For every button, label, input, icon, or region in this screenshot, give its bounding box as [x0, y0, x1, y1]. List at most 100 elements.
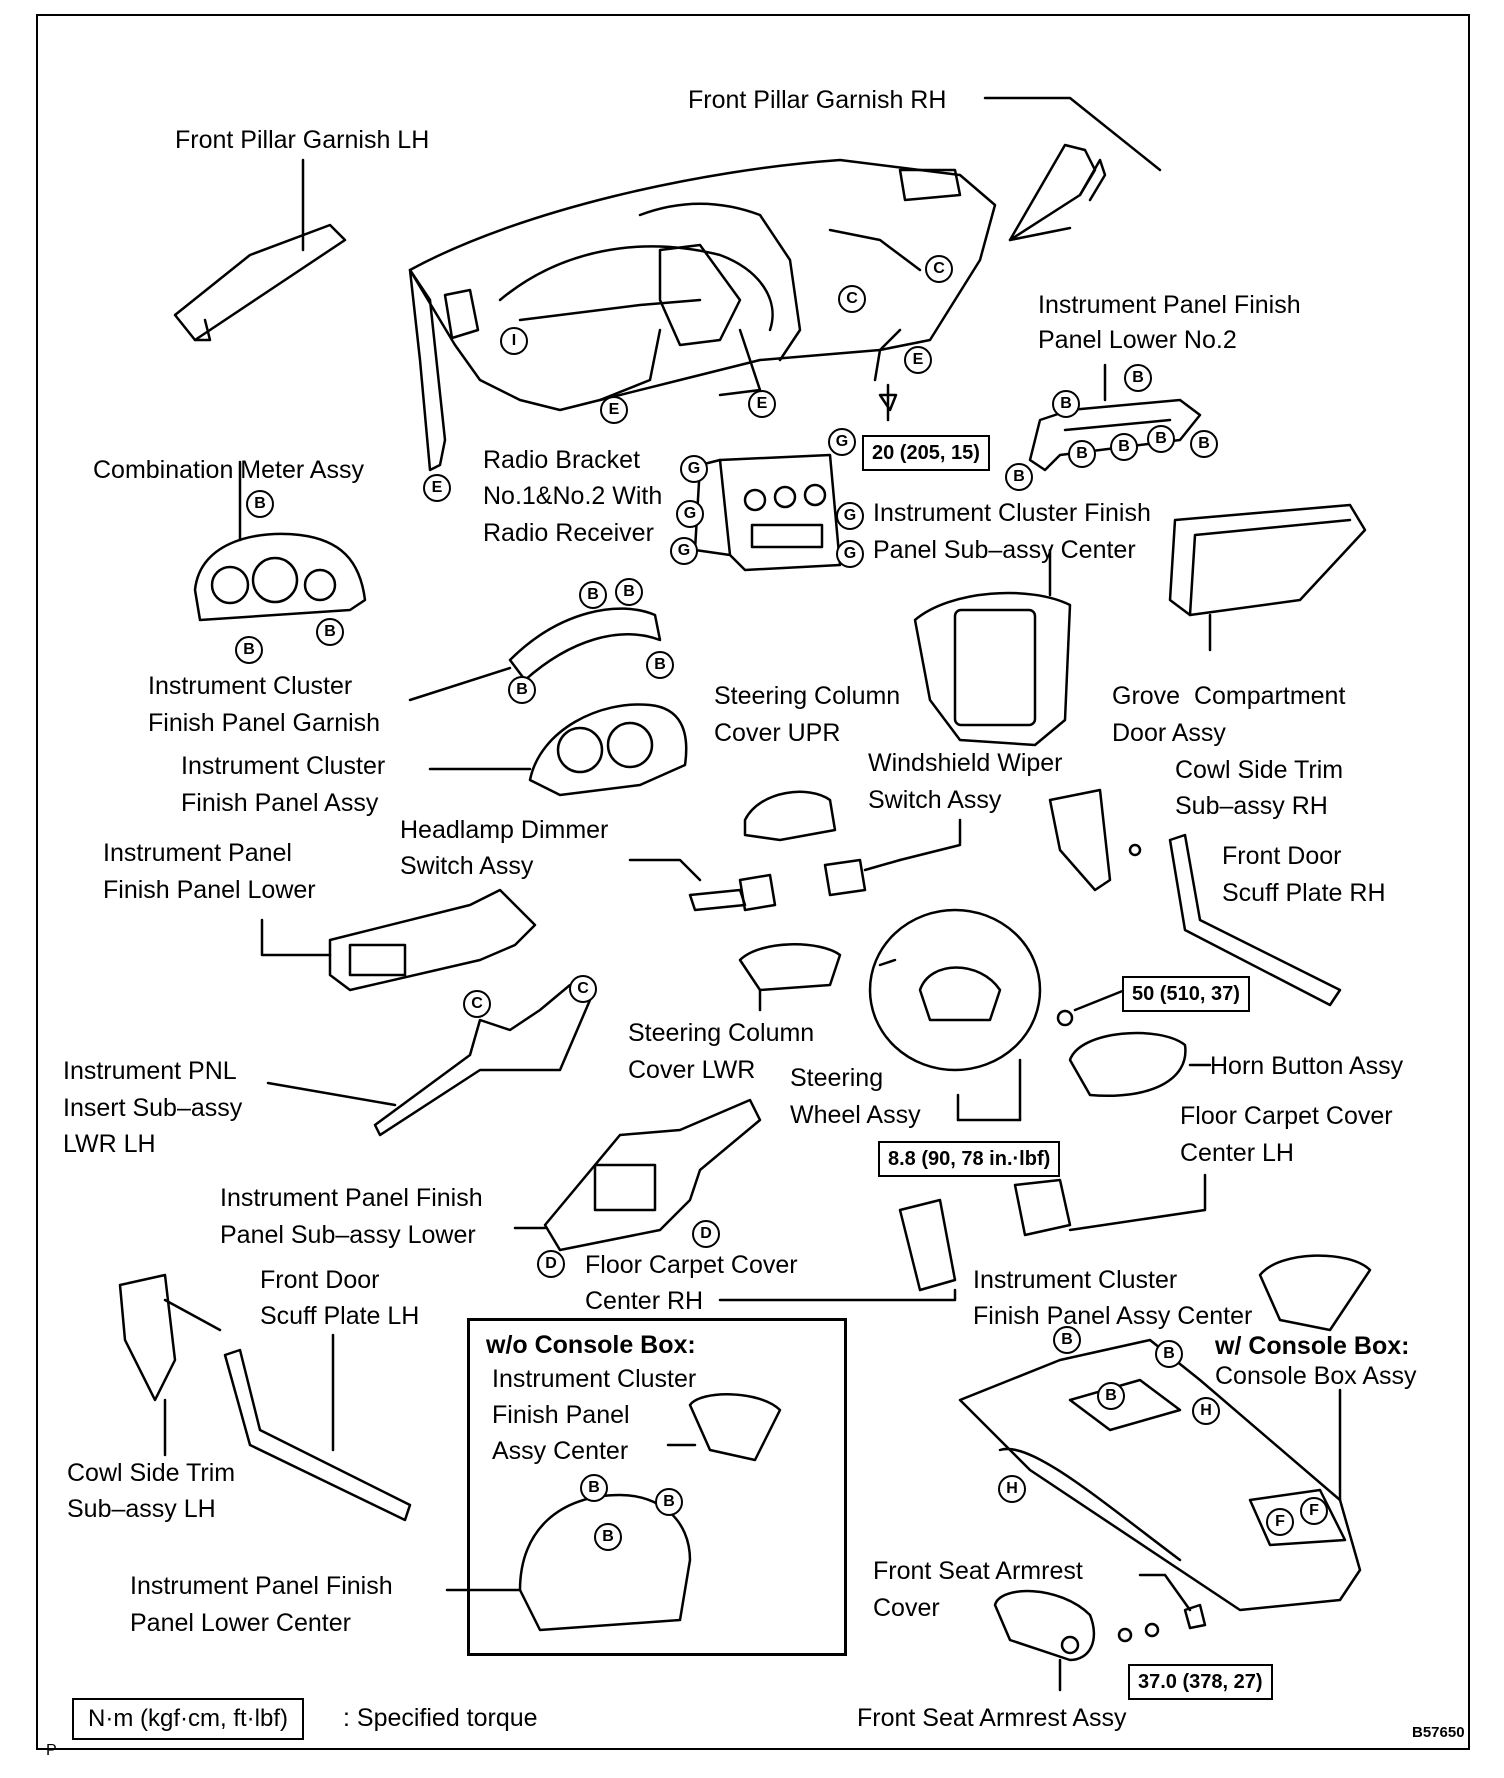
label-radio-bracket-line1: Radio Bracket [483, 446, 641, 474]
dashboard-part [408, 158, 997, 472]
label-headlamp-line1: Headlamp Dimmer [400, 816, 609, 844]
label-cowl-side-lh-line1: Cowl Side Trim [67, 1459, 236, 1487]
torque-spec-20: 20 (205, 15) [862, 435, 990, 471]
ref-mark-b: B [1110, 433, 1138, 461]
label-icfp-assy-center-line2: Finish Panel Assy Center [973, 1302, 1253, 1330]
steering-col-lwr-part [738, 943, 842, 1012]
label-armrest-cover-line1: Front Seat Armrest [873, 1557, 1083, 1585]
combination-meter-part [193, 460, 367, 622]
diagram-frame [36, 14, 1470, 1750]
label-ipfp-lower-line1: Instrument Panel [103, 839, 292, 867]
label-ipfp-lower-center-line1: Instrument Panel Finish [130, 1572, 393, 1600]
label-insert-lwr-lh-line1: Instrument PNL [63, 1057, 237, 1085]
scuff-rh-part [1168, 833, 1342, 1007]
front-pillar-lh-part [173, 158, 347, 342]
label-floor-carpet-lh-line1: Floor Carpet Cover [1180, 1102, 1393, 1130]
label-grove-compartment-line1: Grove Compartment [1112, 682, 1346, 710]
ref-mark-f: F [1266, 1508, 1294, 1536]
ref-mark-b: B [1053, 1326, 1081, 1354]
label-steering-col-lwr-line2: Cover LWR [628, 1056, 756, 1084]
icfp-assy-part [428, 703, 688, 797]
radio-receiver-part [693, 453, 842, 572]
ref-mark-g: G [836, 540, 864, 568]
inset-line3: Assy Center [492, 1437, 629, 1465]
ref-mark-d: D [537, 1250, 565, 1278]
ref-mark-b: B [316, 618, 344, 646]
label-radio-bracket-line3: Radio Receiver [483, 519, 654, 547]
torque-legend-text: : Specified torque [343, 1704, 538, 1732]
ipfp-sub-lower-part [513, 1098, 762, 1252]
label-cowl-side-lh-line2: Sub–assy LH [67, 1495, 216, 1523]
label-icfp-garnish-line1: Instrument Cluster [148, 672, 353, 700]
torque-spec-50: 50 (510, 37) [1122, 976, 1250, 1012]
label-icfp-center-line1: Instrument Cluster Finish [873, 499, 1151, 527]
icfp-assy-center-part [1258, 1254, 1372, 1332]
label-front-pillar-garnish-lh: Front Pillar Garnish LH [175, 126, 430, 154]
ref-mark-e: E [600, 396, 628, 424]
inset-line1: Instrument Cluster [492, 1365, 697, 1393]
label-steering-wheel-line2: Wheel Assy [790, 1101, 921, 1129]
ref-mark-b: B [655, 1488, 683, 1516]
figure-code: B57650 [1412, 1724, 1465, 1741]
label-icfp-center-line2: Panel Sub–assy Center [873, 536, 1136, 564]
floor-carpet-lh-part [1013, 1173, 1207, 1237]
finish-panel-lower-no2-part [1028, 363, 1202, 472]
label-icfp-assy-line1: Instrument Cluster [181, 752, 386, 780]
label-wiper-switch-line2: Switch Assy [868, 786, 1002, 814]
ref-mark-b: B [1155, 1340, 1183, 1368]
steering-wheel-part [868, 908, 1042, 1122]
label-steering-wheel-line1: Steering [790, 1064, 884, 1092]
ref-mark-b: B [580, 1474, 608, 1502]
label-wiper-switch-line1: Windshield Wiper [868, 749, 1063, 777]
ref-mark-b: B [1147, 425, 1175, 453]
label-ipfp-lower-no2-line2: Panel Lower No.2 [1038, 326, 1237, 354]
torque-legend-box: N·m (kgf·cm, ft·lbf) [72, 1698, 304, 1740]
label-cowl-side-rh-line1: Cowl Side Trim [1175, 756, 1344, 784]
ip-finish-panel-lower-part [260, 888, 537, 992]
ref-mark-b: B [1124, 364, 1152, 392]
ref-mark-b: B [1097, 1382, 1125, 1410]
ref-mark-g: G [676, 500, 704, 528]
label-armrest-assy: Front Seat Armrest Assy [857, 1704, 1127, 1732]
torque-spec-37: 37.0 (378, 27) [1128, 1664, 1273, 1700]
label-radio-bracket-line2: No.1&No.2 With [483, 482, 663, 510]
front-pillar-rh-part [983, 96, 1162, 242]
ref-mark-e: E [904, 346, 932, 374]
label-insert-lwr-lh-line3: LWR LH [63, 1130, 156, 1158]
ref-mark-b: B [235, 636, 263, 664]
label-icfp-assy-line2: Finish Panel Assy [181, 789, 379, 817]
label-ipfp-lower-line2: Finish Panel Lower [103, 876, 316, 904]
page-mark: P [46, 1742, 57, 1759]
label-headlamp-line2: Switch Assy [400, 852, 534, 880]
horn-button-part [1056, 988, 1212, 1097]
label-w-console-line1: w/ Console Box: [1215, 1332, 1410, 1360]
ref-mark-d: D [692, 1220, 720, 1248]
label-scuff-lh-line1: Front Door [260, 1266, 380, 1294]
label-ipfp-lower-no2-line1: Instrument Panel Finish [1038, 291, 1301, 319]
inset-line2: Finish Panel [492, 1401, 630, 1429]
ref-mark-g: G [828, 428, 856, 456]
ref-mark-b: B [579, 581, 607, 609]
armrest-part [993, 1573, 1207, 1692]
label-ipfp-sub-lower-line1: Instrument Panel Finish [220, 1184, 483, 1212]
label-floor-carpet-rh-line1: Floor Carpet Cover [585, 1251, 798, 1279]
icfp-center-part [913, 548, 1072, 747]
glove-box-part [1168, 503, 1367, 652]
insert-lwr-lh-part [266, 983, 592, 1137]
ref-mark-b: B [1190, 430, 1218, 458]
ref-mark-b: B [1068, 440, 1096, 468]
label-insert-lwr-lh-line2: Insert Sub–assy [63, 1094, 243, 1122]
label-w-console-line2: Console Box Assy [1215, 1362, 1417, 1390]
label-cowl-side-rh-line2: Sub–assy RH [1175, 792, 1328, 820]
label-scuff-rh-line2: Scuff Plate RH [1222, 879, 1386, 907]
ref-mark-g: G [680, 455, 708, 483]
label-armrest-cover-line2: Cover [873, 1594, 940, 1622]
ref-mark-b: B [246, 490, 274, 518]
ref-mark-i: I [500, 327, 528, 355]
label-ipfp-sub-lower-line2: Panel Sub–assy Lower [220, 1221, 476, 1249]
ref-mark-b: B [615, 578, 643, 606]
ref-mark-e: E [748, 390, 776, 418]
label-floor-carpet-rh-line2: Center RH [585, 1287, 704, 1315]
label-icfp-assy-center-line1: Instrument Cluster [973, 1266, 1178, 1294]
